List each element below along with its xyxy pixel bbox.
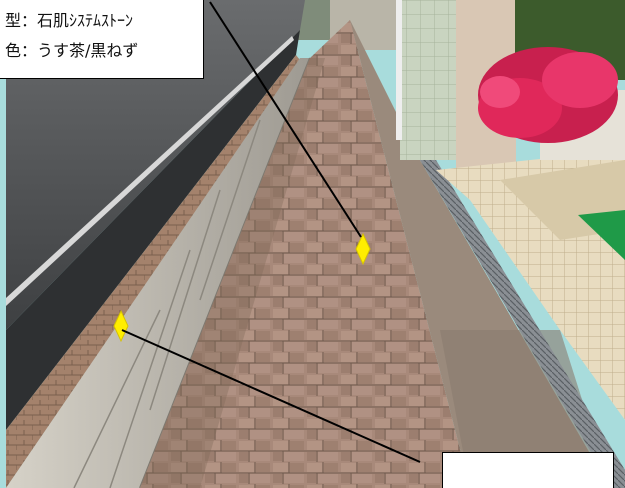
marker-diamond-lower [113, 309, 129, 343]
marker-diamond-upper [355, 232, 371, 266]
walkway-shadow [140, 58, 325, 488]
road-gutter [6, 30, 300, 430]
apron-dark-patch [440, 330, 610, 488]
tiled-wall [400, 0, 460, 160]
road-edge-line [6, 36, 294, 306]
granite-curb [6, 58, 310, 488]
green-mat [578, 210, 625, 260]
brick-strip [6, 55, 300, 488]
stamped-walkway [140, 20, 470, 488]
azalea-bush [478, 47, 618, 143]
leader-line-bottom [121, 329, 421, 463]
color-text: 色：うす茶/黒ねず [5, 41, 139, 60]
drain-grate [420, 160, 625, 488]
pattern-type-text: 型：石肌ｼｽﾃﾑｽﾄｰﾝ [5, 11, 134, 30]
leader-line-top [209, 1, 362, 238]
curb-joints [73, 119, 261, 488]
pattern-color-label: 型：石肌ｼｽﾃﾑｽﾄｰﾝ 色：うす茶/黒ねず [0, 0, 204, 79]
sign-pole [396, 0, 402, 140]
callout-label-bottom [442, 452, 614, 488]
